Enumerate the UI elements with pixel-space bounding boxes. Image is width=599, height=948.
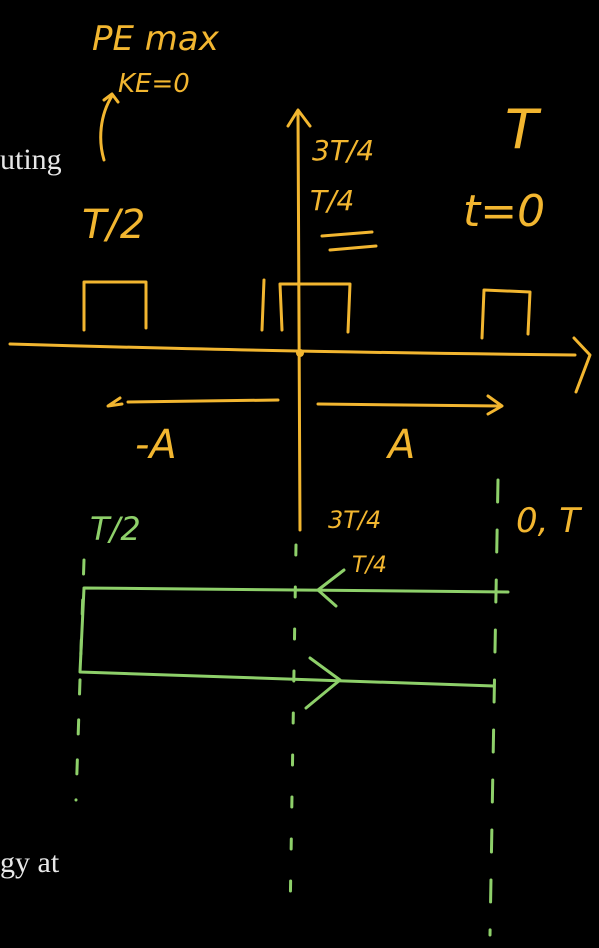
t-half-top-label: T/2 (82, 202, 145, 248)
t-quarter-bottom-label: T/4 (352, 553, 387, 578)
vertical-axis (296, 110, 302, 532)
a-label: A (385, 422, 415, 468)
text-fragment-bottom-left: gy at (0, 846, 60, 879)
t-equals-zero-label: t=0 (463, 186, 545, 237)
pe-max-label: PE max (92, 19, 220, 59)
rightward-motion-arrowhead (304, 656, 342, 710)
minus-a-arrow-shaft (126, 398, 280, 404)
text-fragment-top-left: uting (0, 143, 62, 176)
block-center-left-edge (260, 278, 266, 332)
horizontal-axis-arrowhead (572, 336, 592, 394)
pe-max-pointer-arrow (99, 92, 120, 162)
three-t-quarter-bottom-label: 3T/4 (328, 506, 381, 534)
zero-and-t-label: 0, T (516, 501, 582, 541)
horizontal-axis (8, 342, 577, 357)
right-dashed-guide (488, 478, 500, 937)
ke-zero-label: KE=0 (118, 69, 190, 99)
origin-dot (296, 349, 304, 357)
t-quarter-underline (320, 230, 378, 252)
vertical-axis-arrowhead (286, 108, 312, 128)
leftward-motion-arrowhead (316, 568, 346, 608)
block-center-position (278, 282, 352, 334)
minus-a-arrowhead (106, 396, 124, 408)
a-arrowhead (486, 394, 504, 416)
three-t-quarter-top-label: 3T/4 (312, 134, 374, 167)
motion-path-loop (78, 586, 510, 688)
a-arrow-shaft (316, 402, 502, 408)
t-half-bottom-label: T/2 (90, 510, 141, 548)
t-quarter-top-label: T/4 (310, 184, 354, 217)
period-t-label: T (505, 98, 542, 161)
block-left-position (82, 280, 148, 332)
center-dashed-guide (288, 543, 298, 922)
minus-a-label: -A (135, 422, 177, 468)
block-right-position (480, 288, 532, 340)
